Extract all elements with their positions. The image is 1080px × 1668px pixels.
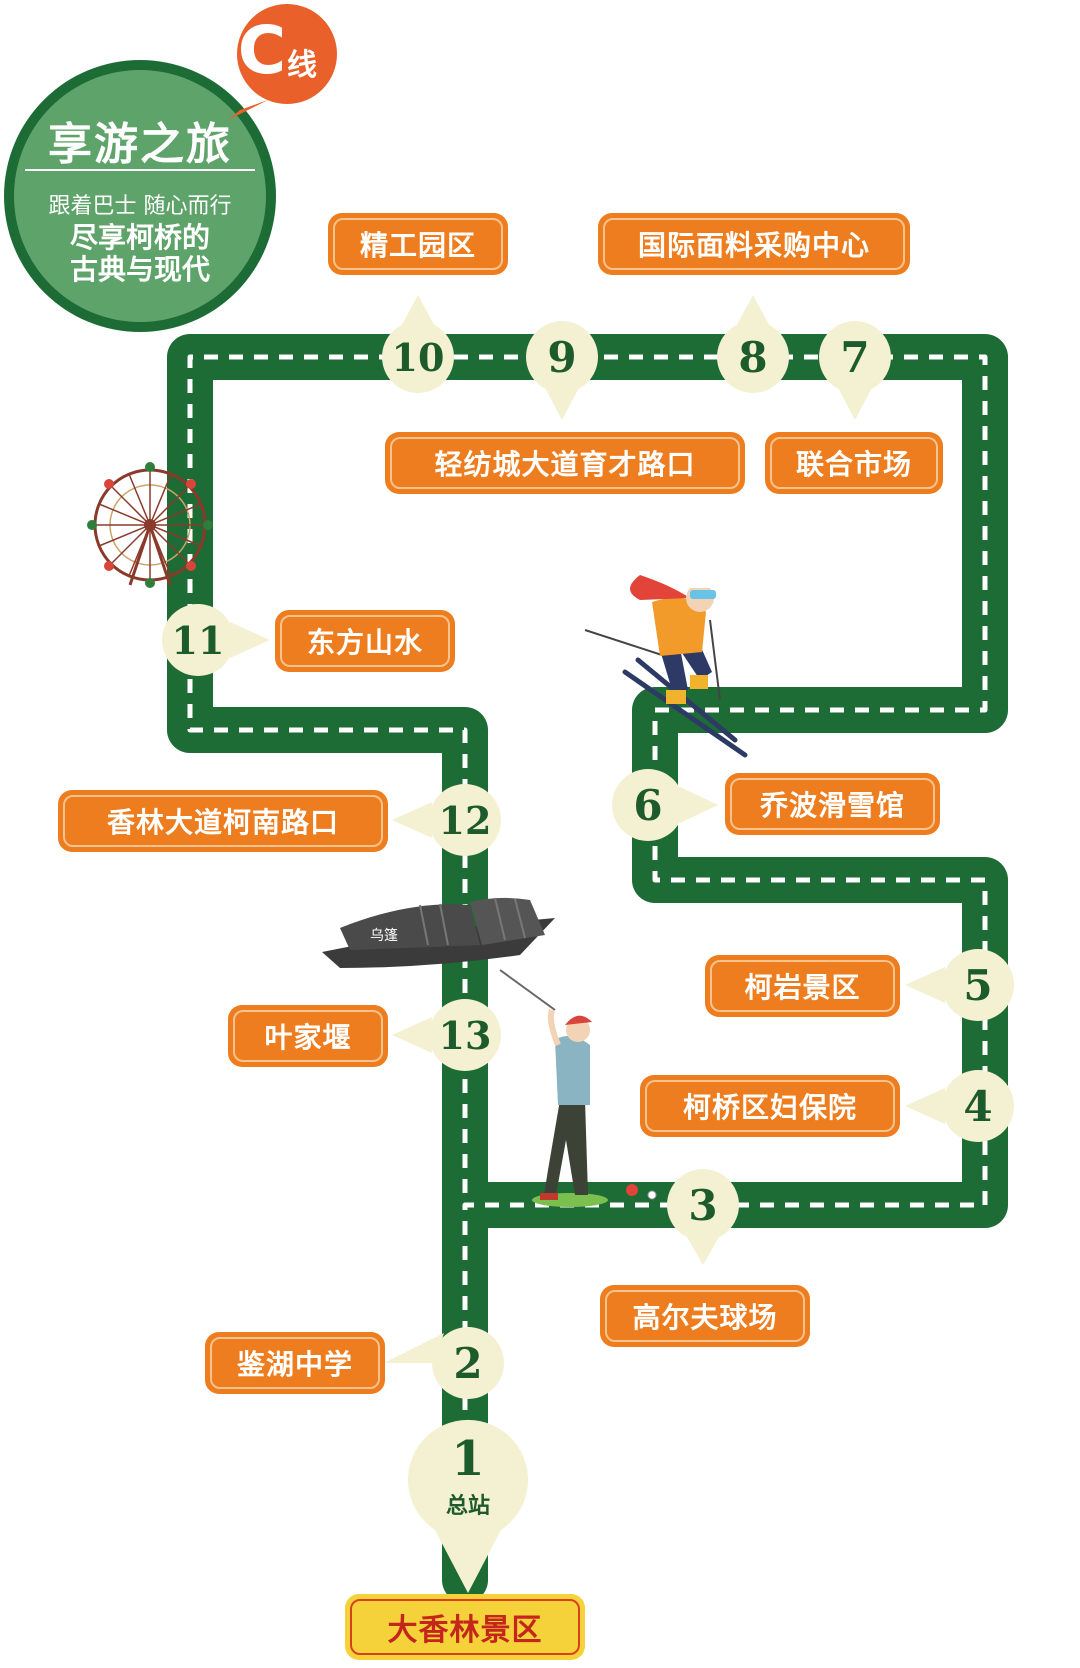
station-10-marker xyxy=(382,295,454,393)
station-9-marker xyxy=(526,321,598,420)
station-number-13: 13 xyxy=(438,1012,492,1058)
route-dashes xyxy=(187,354,988,1560)
badge-line-suffix: 线 xyxy=(287,40,317,84)
station-3-marker xyxy=(667,1169,739,1265)
station-label-8: 国际面料采购中心 xyxy=(598,213,910,275)
station-7-marker xyxy=(819,321,891,420)
station-12-marker xyxy=(392,784,501,856)
station-number-6: 6 xyxy=(633,780,663,830)
badge-slogan-line1: 尽享柯桥的 xyxy=(69,221,210,254)
station-label-10: 精工园区 xyxy=(328,213,508,275)
ferris-wheel-illustration xyxy=(87,462,213,588)
station-number-11: 11 xyxy=(171,617,225,663)
station-label-11: 东方山水 xyxy=(275,610,455,672)
badge-title: 享游之旅 xyxy=(20,108,260,172)
station-2-marker xyxy=(384,1327,504,1399)
station-4-marker xyxy=(905,1070,1014,1142)
station-label-12: 香林大道柯南路口 xyxy=(58,790,388,852)
station-number-3: 3 xyxy=(688,1180,718,1230)
badge-subtitle-text: 跟着巴士 随心而行 xyxy=(48,194,232,219)
station-label-13: 叶家堰 xyxy=(228,1005,388,1067)
station-number-7: 7 xyxy=(840,332,870,382)
station-label-7: 联合市场 xyxy=(765,432,943,494)
station-label-5: 柯岩景区 xyxy=(705,955,900,1017)
station-8-marker xyxy=(717,295,789,393)
line-speech-bubble xyxy=(228,4,337,120)
badge-title-text: 享游之旅 xyxy=(48,119,232,170)
station-number-8: 8 xyxy=(738,332,768,382)
line-suffix: 线 xyxy=(287,48,317,83)
station-number-2: 2 xyxy=(453,1338,483,1388)
skier-illustration xyxy=(584,575,748,758)
badge-slogan-line2: 古典与现代 xyxy=(69,253,210,286)
wupeng-boat-illustration: 乌篷 xyxy=(322,897,555,968)
golfer-illustration xyxy=(499,969,657,1207)
station-number-5: 5 xyxy=(963,960,993,1010)
terminal-name: 大香林景区 xyxy=(387,1613,543,1648)
badge-slogan: 尽享柯桥的 古典与现代 xyxy=(20,222,260,286)
station-label-4: 柯桥区妇保院 xyxy=(640,1075,900,1137)
terminal-pin xyxy=(408,1419,528,1593)
boat-lettering: 乌篷 xyxy=(370,928,398,944)
station-5-marker xyxy=(905,949,1014,1021)
station-number-12: 12 xyxy=(438,797,492,843)
station-number-1: 1 xyxy=(451,1431,485,1487)
line-letter: C xyxy=(237,11,287,89)
station-number-10: 10 xyxy=(391,334,445,380)
title-badge xyxy=(4,60,276,332)
terminal-label: 大香林景区 xyxy=(345,1594,585,1660)
station-6-marker xyxy=(612,769,718,841)
station-label-6: 乔波滑雪馆 xyxy=(725,773,940,835)
terminal-note: 总站 xyxy=(445,1494,490,1519)
badge-subtitle: 跟着巴士 随心而行 xyxy=(20,188,260,220)
station-label-9: 轻纺城大道育才路口 xyxy=(385,432,745,494)
station-number-4: 4 xyxy=(963,1081,993,1131)
station-11-marker xyxy=(162,604,270,676)
badge-line-letter: C xyxy=(232,10,292,90)
station-number-9: 9 xyxy=(547,332,577,382)
station-13-marker xyxy=(392,999,501,1071)
station-label-3: 高尔夫球场 xyxy=(600,1285,810,1347)
station-label-2: 鉴湖中学 xyxy=(205,1332,385,1394)
